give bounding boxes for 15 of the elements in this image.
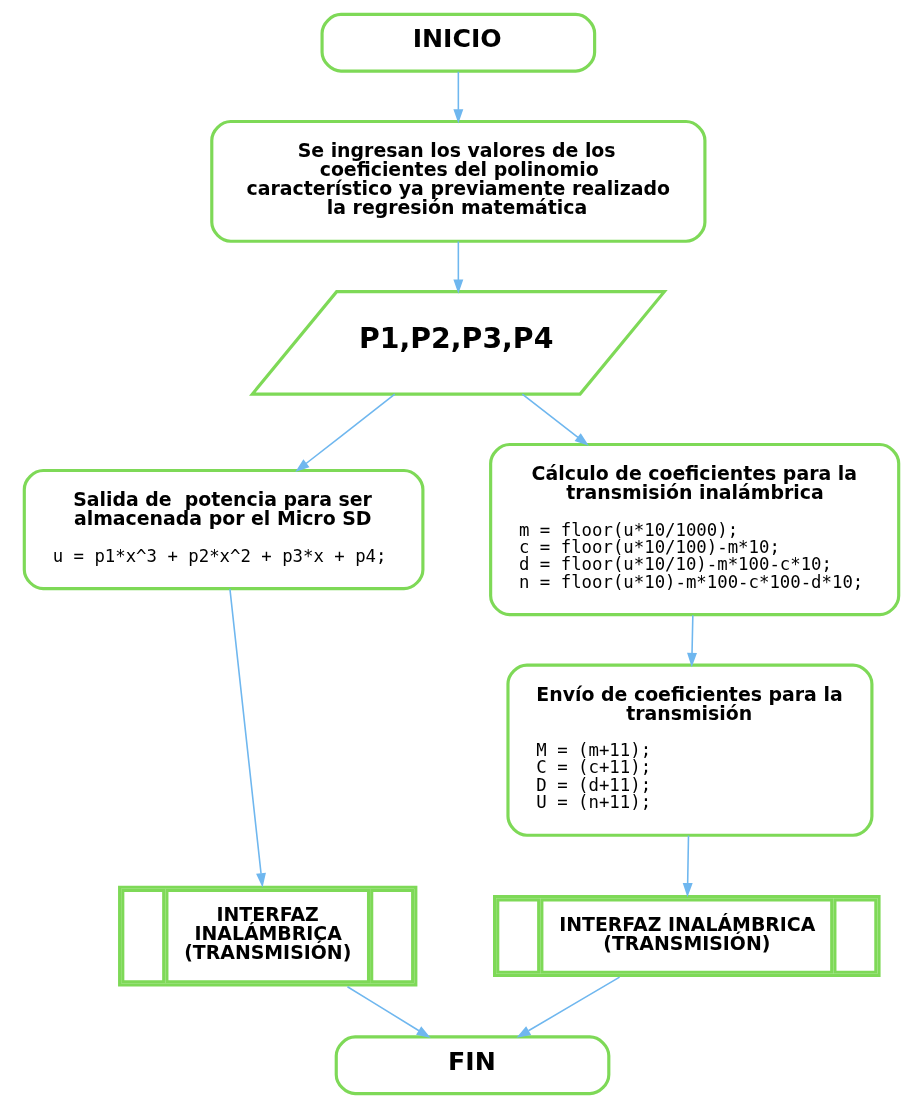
node-box: Envío de coeficientes para la transmisión M = (m+11); C = (c+11); D = (d+11); U = (n+11); bbox=[505, 663, 873, 837]
arrow bbox=[521, 393, 589, 446]
node-box: Cálculo de coeficientes para la transmisión inalámbrica m = floor(u*10/1000); c = floor(u*10/100)-m*10; d = floor(u*10/10)-m*100-c*10; n = floor(u*10)-m*100-c*100-d*10; bbox=[488, 442, 900, 617]
node-box: INICIO bbox=[320, 12, 596, 73]
node-box: Salida de potencia para ser almacenada por el Micro SD u = p1*x^3 + p2*x^2 + p3*x + p4; bbox=[22, 468, 424, 591]
arrow bbox=[515, 976, 620, 1038]
node-box: FIN bbox=[334, 1035, 610, 1096]
arrow bbox=[228, 588, 266, 888]
node-box: Se ingresan los valores de los coeficientes del polinomio característico ya previamente realizado la regresión matemática bbox=[209, 119, 706, 243]
arrow bbox=[682, 834, 693, 898]
arrow bbox=[294, 393, 396, 472]
arrow bbox=[686, 614, 697, 668]
arrow bbox=[452, 70, 463, 124]
arrow bbox=[346, 985, 431, 1038]
arrow bbox=[452, 240, 463, 294]
